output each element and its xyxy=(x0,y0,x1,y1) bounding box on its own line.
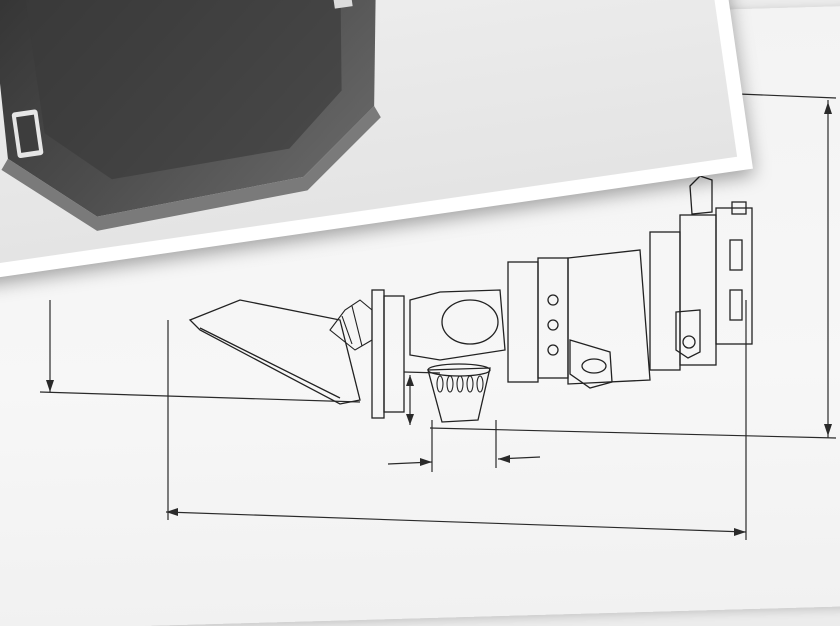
gear-detail xyxy=(329,299,373,351)
dimension-arrows xyxy=(46,102,832,536)
product-photo xyxy=(0,0,738,270)
cone-slots xyxy=(436,375,484,393)
part-outline xyxy=(188,175,753,423)
product-photo-print xyxy=(0,0,753,286)
product-photo-image xyxy=(0,0,381,231)
